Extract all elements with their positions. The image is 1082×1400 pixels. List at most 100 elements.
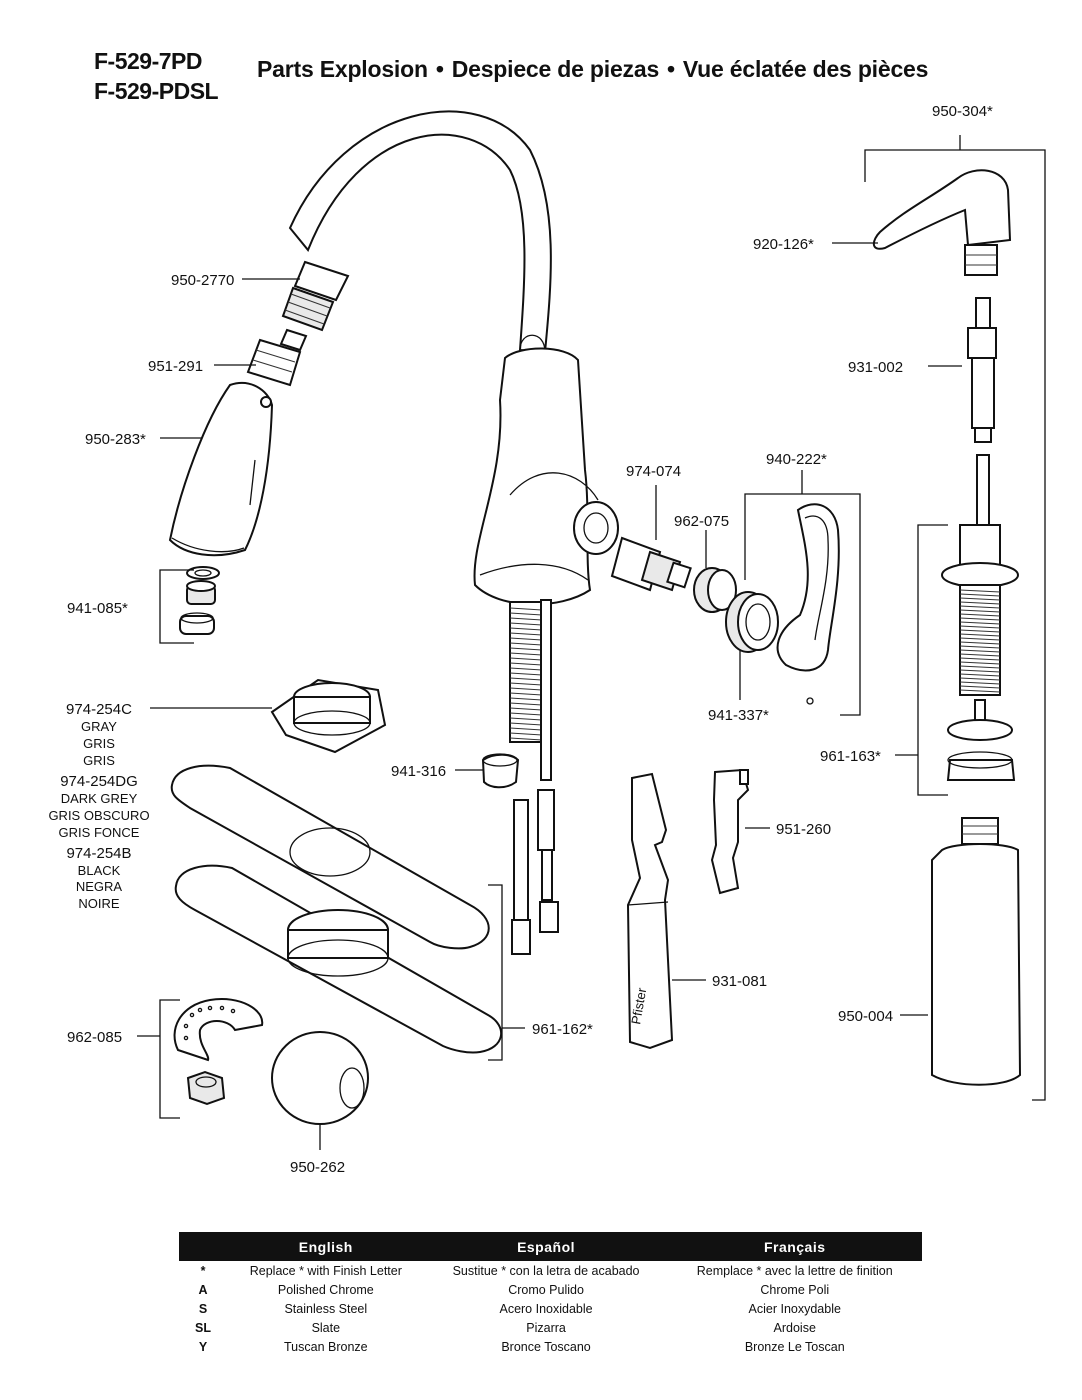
- valve-cartridge: [610, 536, 692, 592]
- legend-row: S Stainless Steel Acero Inoxidable Acier…: [179, 1299, 922, 1318]
- legend-header-code: [179, 1232, 227, 1261]
- finish-black-en: BLACK: [78, 863, 121, 878]
- legend-english: Tuscan Bronze: [284, 1339, 368, 1354]
- thread-line: [959, 649, 1001, 653]
- thread-line: [509, 682, 543, 686]
- thread-line: [509, 627, 543, 631]
- soap-pump-stem: [967, 297, 997, 531]
- title-separator: •: [435, 56, 444, 82]
- thread-line: [959, 673, 1001, 677]
- thread-line: [959, 637, 1001, 641]
- thread-line: [959, 633, 1001, 637]
- thread-line: [509, 687, 543, 691]
- thread-line: [959, 645, 1001, 649]
- legend-spanish: Cromo Pulido: [508, 1282, 584, 1297]
- finish-gray-en: GRAY: [81, 719, 117, 734]
- legend-english: Slate: [311, 1320, 341, 1335]
- thread-line: [959, 689, 1001, 693]
- legend-english: Polished Chrome: [277, 1282, 374, 1297]
- finish-dark-grey-es: GRIS OBSCURO: [48, 808, 149, 823]
- thread-line: [509, 712, 543, 716]
- model-number-1: F-529-7PD: [94, 48, 202, 74]
- lever-handle: [776, 503, 840, 705]
- label-931-002: 931-002: [848, 359, 903, 376]
- legend-french: Remplace * avec la lettre de finition: [696, 1263, 893, 1278]
- label-951-291: 951-291: [148, 358, 203, 375]
- legend-english: Replace * with Finish Letter: [249, 1263, 402, 1278]
- leader-lines: [137, 135, 1046, 1150]
- legend-code: SL: [195, 1320, 211, 1335]
- legend-french: Ardoise: [773, 1320, 816, 1335]
- handle-ring: [725, 591, 779, 653]
- thread-line: [509, 692, 543, 696]
- label-950-262: 950-262: [290, 1159, 345, 1176]
- bonnet-nut: [693, 567, 737, 613]
- title-english: Parts Explosion: [257, 56, 428, 82]
- label-974-074: 974-074: [626, 463, 681, 480]
- thread-line: [959, 617, 1001, 621]
- label-962-085: 962-085: [67, 1029, 122, 1046]
- label-941-337: 941-337*: [708, 707, 769, 724]
- legend-spanish: Acero Inoxidable: [499, 1301, 593, 1316]
- legend-code: A: [198, 1282, 208, 1297]
- legend-code: *: [200, 1263, 206, 1278]
- spray-head: [168, 382, 274, 557]
- cartridge-brand-label: Pfister: [628, 986, 649, 1026]
- label-931-081: 931-081: [712, 973, 767, 990]
- part-labels: 950-304* 920-126* 931-002 950-2770 951-2…: [48, 103, 993, 1176]
- label-961-162: 961-162*: [532, 1021, 593, 1038]
- deck-gasket: [174, 864, 503, 1054]
- thread-line: [509, 677, 543, 681]
- label-940-222: 940-222*: [766, 451, 827, 468]
- deck-plate: [170, 764, 490, 950]
- legend-header-english: English: [227, 1232, 425, 1261]
- label-950-304: 950-304*: [932, 103, 993, 120]
- page-title: Parts Explosion•Despiece de piezas•Vue é…: [257, 56, 928, 83]
- title-spanish: Despiece de piezas: [451, 56, 660, 82]
- thread-line: [959, 601, 1001, 605]
- thread-line: [509, 727, 543, 731]
- thread-line: [509, 637, 543, 641]
- legend-french: Bronze Le Toscan: [744, 1339, 845, 1354]
- thread-line: [959, 605, 1001, 609]
- legend-french: Chrome Poli: [760, 1282, 830, 1297]
- legend-code: Y: [198, 1339, 208, 1354]
- thread-line: [509, 707, 543, 711]
- soap-dispenser-body: [941, 524, 1019, 781]
- faucet-body: [473, 347, 619, 606]
- soap-bottle: [931, 817, 1022, 1086]
- finish-gray-es: GRIS: [83, 736, 115, 751]
- label-941-085: 941-085*: [67, 600, 128, 617]
- legend-row: Y Tuscan Bronze Bronce Toscano Bronze Le…: [179, 1337, 922, 1356]
- mounting-ring: [481, 753, 520, 789]
- thread-line: [509, 657, 543, 661]
- label-950-283: 950-283*: [85, 431, 146, 448]
- base-gasket: [270, 678, 387, 754]
- parts-explosion-diagram: Pfister: [48, 103, 1046, 1176]
- thread-line: [959, 665, 1001, 669]
- thread-line: [959, 685, 1001, 689]
- finish-gray-fr: GRIS: [83, 753, 115, 768]
- thread-line: [509, 732, 543, 736]
- legend-english: Stainless Steel: [284, 1301, 368, 1316]
- thread-line: [509, 647, 543, 651]
- thread-line: [959, 593, 1001, 597]
- thread-line: [959, 625, 1001, 629]
- legend-row: * Replace * with Finish Letter Sustitue …: [179, 1261, 922, 1280]
- label-950-2770: 950-2770: [171, 272, 234, 289]
- label-941-316: 941-316: [391, 763, 446, 780]
- thread-line: [959, 621, 1001, 625]
- hose-connector: [279, 260, 350, 352]
- thread-line: [959, 589, 1001, 593]
- thread-line: [509, 722, 543, 726]
- finish-legend-table: English Español Français * Replace * wit…: [179, 1232, 922, 1356]
- legend-header-row: English Español Français: [179, 1232, 922, 1261]
- thread-line: [959, 677, 1001, 681]
- legend-spanish: Bronce Toscano: [501, 1339, 591, 1354]
- thread-line: [509, 672, 543, 676]
- thread-line: [959, 641, 1001, 645]
- legend-french: Acier Inoxydable: [748, 1301, 841, 1316]
- legend-row: A Polished Chrome Cromo Pulido Chrome Po…: [179, 1280, 922, 1299]
- finish-black-fr: NOIRE: [78, 896, 120, 911]
- label-950-004: 950-004: [838, 1008, 893, 1025]
